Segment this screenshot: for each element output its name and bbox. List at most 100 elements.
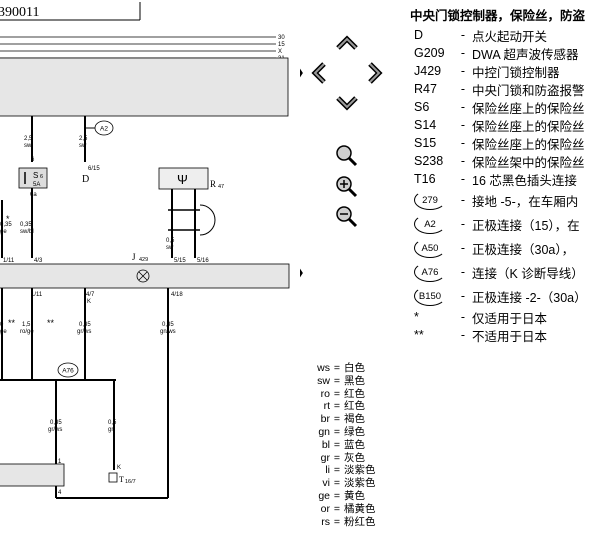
bus-label-15: 15: [278, 42, 285, 48]
svg-text:0: 0: [0, 322, 4, 328]
svg-text:4/7: 4/7: [86, 292, 95, 298]
svg-text:1,5: 1,5: [22, 322, 31, 328]
svg-text:T: T: [119, 475, 124, 484]
svg-text:47: 47: [218, 184, 224, 190]
zoom-fit-icon[interactable]: [336, 145, 358, 167]
svg-text:A2: A2: [100, 126, 108, 133]
svg-text:ge: ge: [0, 329, 7, 335]
svg-text:6/15: 6/15: [88, 166, 100, 172]
svg-text:sw: sw: [24, 143, 32, 149]
color-code-row: gn=绿色: [318, 425, 365, 438]
svg-text:2,5: 2,5: [79, 136, 88, 142]
svg-text:4/18: 4/18: [171, 292, 183, 298]
svg-text:sw: sw: [166, 245, 174, 251]
svg-text:K: K: [87, 299, 91, 305]
r47-box: [158, 167, 209, 190]
connector-a2: [94, 120, 114, 136]
legend-circle-item: A76-连接（K 诊断导线）: [410, 260, 600, 284]
svg-text:2,5: 2,5: [24, 136, 33, 142]
component-legend: 中央门锁控制器，保险丝，防盗 D-点火起动开关 G209-DWA 超声波传感器 …: [410, 8, 600, 344]
svg-text:6a: 6a: [30, 192, 37, 198]
legend-circle-item: B150-正极连接 -2-（30a）: [410, 284, 600, 308]
legend-item: S14-保险丝座上的保险丝: [414, 118, 585, 134]
svg-text:ro/ge: ro/ge: [20, 329, 34, 335]
svg-text:0,35: 0,35: [0, 222, 12, 228]
svg-text:gn/ws: gn/ws: [160, 329, 176, 335]
svg-text:sw/bl: sw/bl: [20, 229, 34, 235]
color-code-row: rt=红色: [323, 400, 365, 413]
legend-item: J429-中控门锁控制器: [414, 64, 560, 80]
module-ground-symbol: [136, 269, 150, 283]
svg-text:6: 6: [40, 174, 43, 180]
page-prev-icon[interactable]: [300, 64, 303, 82]
svg-text:sw: sw: [79, 143, 87, 149]
legend-note: **-不适用于日本: [414, 328, 548, 344]
color-code-row: ge=黄色: [318, 489, 365, 502]
svg-text:0,35: 0,35: [20, 222, 32, 228]
navigation-panel: [300, 35, 383, 282]
zoom-out-icon[interactable]: [336, 206, 358, 228]
svg-text:16/7: 16/7: [125, 479, 136, 485]
color-code-row: bl=蓝色: [321, 438, 365, 451]
svg-text:4: 4: [58, 490, 62, 496]
arrow-down-icon[interactable]: [336, 96, 358, 111]
arrow-up-icon[interactable]: [336, 35, 358, 50]
color-code-row: br=褐色: [320, 413, 365, 426]
svg-text:429: 429: [139, 257, 148, 263]
legend-circle-item: 279-接地 -5-，在车厢内: [410, 188, 600, 212]
svg-text:gr/ws: gr/ws: [48, 427, 62, 433]
svg-text:J: J: [132, 252, 136, 262]
svg-text:0,5: 0,5: [166, 238, 175, 244]
svg-text:*: *: [6, 214, 10, 224]
legend-item: R47-中央门锁和防盗报警: [414, 82, 585, 98]
page-next-icon[interactable]: [300, 264, 303, 282]
svg-text:S: S: [33, 171, 38, 180]
legend-circle-item: A2-正极连接（15），在: [410, 212, 600, 236]
svg-text:5/15: 5/15: [174, 258, 186, 264]
bus-label-x: X: [278, 49, 282, 55]
arrow-right-icon[interactable]: [368, 62, 383, 84]
legend-item: S15-保险丝座上的保险丝: [414, 136, 585, 152]
svg-text:**: **: [47, 318, 55, 328]
arrow-left-icon[interactable]: [311, 62, 326, 84]
color-code-list: ws=白色 sw=黑色 ro=红色 rt=红色 br=褐色 gn=绿色 bl=蓝…: [312, 362, 412, 528]
module-j429: [0, 263, 290, 289]
color-code-row: vi=淡紫色: [322, 477, 376, 490]
bus-label-30: 30: [278, 35, 285, 41]
svg-text:1/11: 1/11: [31, 292, 43, 298]
svg-text:R: R: [210, 179, 216, 189]
svg-text:gr: gr: [108, 427, 113, 433]
svg-text:1: 1: [58, 459, 62, 465]
legend-item: G209-DWA 超声波传感器: [414, 46, 579, 62]
svg-text:1/11: 1/11: [3, 258, 15, 264]
ignition-switch-label: D: [82, 174, 89, 185]
color-code-row: sw=黑色: [317, 374, 365, 387]
color-code-row: li=淡紫色: [325, 464, 376, 477]
zoom-in-icon[interactable]: [336, 176, 358, 198]
connector-a76: [57, 362, 79, 378]
svg-text:0,35: 0,35: [50, 420, 62, 426]
svg-text:K: K: [117, 465, 121, 471]
legend-title: 中央门锁控制器，保险丝，防盗: [410, 9, 586, 23]
legend-item: S238-保险丝架中的保险丝: [414, 154, 585, 170]
legend-item: T16-16 芯黑色插头连接: [414, 172, 577, 188]
svg-text:6: 6: [31, 157, 35, 163]
svg-text:gr/ws: gr/ws: [77, 329, 91, 335]
t16-terminal: [108, 472, 118, 483]
doc-number: 390011: [0, 5, 39, 20]
svg-text:0,35: 0,35: [162, 322, 174, 328]
legend-item: D-点火起动开关: [414, 28, 548, 44]
svg-text:5/16: 5/16: [197, 258, 209, 264]
color-code-row: ws=白色: [317, 362, 365, 374]
color-code-row: gr=灰色: [320, 451, 365, 464]
antenna-symbol: Ψ: [177, 172, 188, 187]
color-code-row: or=橘黄色: [320, 502, 376, 515]
svg-text:**: **: [8, 318, 16, 328]
wiring-diagram: 390011 30 15 X 31 A2 2,5 sw 2,5 sw 6 S 6…: [0, 2, 290, 499]
bus-lines: [0, 36, 276, 59]
svg-text:0,5: 0,5: [108, 420, 117, 426]
svg-text:5A: 5A: [33, 182, 40, 188]
relay-plate: [0, 57, 289, 117]
legend-item: S6-保险丝座上的保险丝: [414, 100, 585, 116]
svg-text:ge: ge: [0, 229, 7, 235]
